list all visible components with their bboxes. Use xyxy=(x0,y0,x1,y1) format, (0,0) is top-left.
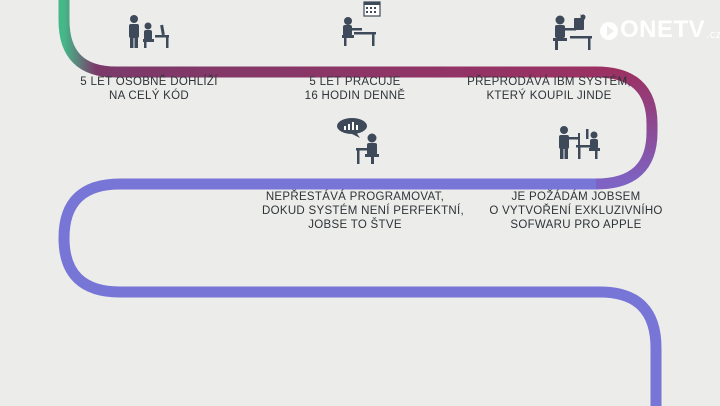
milestone-caption-2: 5 LET PRACUJE 16 HODIN DENNĚ xyxy=(300,75,410,103)
milestone-caption-5: JE POŽÁDÁM JOBSEM O VYTVOŘENÍ EXKLUZIVNÍ… xyxy=(486,190,666,232)
caption-line: KTERÝ KOUPIL JINDE xyxy=(486,90,612,102)
caption-line: DOKUD SYSTÉM NENÍ PERFEKTNÍ, xyxy=(262,205,465,217)
worker-with-calendar-icon xyxy=(342,1,381,46)
caption-line: PŘEPRODÁVÁ IBM SYSTÉM, xyxy=(467,76,631,88)
request-at-desk-icon xyxy=(559,126,600,159)
play-icon xyxy=(600,22,618,40)
timeline-path-top xyxy=(58,0,596,78)
logo-text: ONETV xyxy=(620,16,706,43)
worker-at-computer-icon xyxy=(553,14,592,50)
timeline-path-middle xyxy=(58,178,662,406)
caption-line: 16 HODIN DENNĚ xyxy=(304,90,406,102)
caption-line: O VYTVOŘENÍ EXKLUZIVNÍHO xyxy=(489,205,663,217)
milestone-caption-1: 5 LET OSOBNĚ DOHLÍŽÍ NA CELÝ KÓD xyxy=(74,75,224,103)
supervisor-at-desk-icon xyxy=(129,15,169,48)
milestone-caption-3: PŘEPRODÁVÁ IBM SYSTÉM, KTERÝ KOUPIL JIND… xyxy=(460,75,638,103)
caption-line: 5 LET PRACUJE xyxy=(309,76,401,88)
onetv-logo: ONETV .cz xyxy=(600,16,720,44)
caption-line: 5 LET OSOBNĚ DOHLÍŽÍ xyxy=(80,76,218,88)
caption-line: SOFWARU PRO APPLE xyxy=(510,219,642,231)
logo-suffix: .cz xyxy=(706,29,720,41)
caption-line: NA CELÝ KÓD xyxy=(109,90,189,102)
milestone-caption-4: NEPŘESTÁVÁ PROGRAMOVAT, DOKUD SYSTÉM NEN… xyxy=(262,190,465,232)
timeline-path-right-bend xyxy=(595,66,658,190)
programmer-with-chart-bubble-icon xyxy=(337,118,379,164)
caption-line: NEPŘESTÁVÁ PROGRAMOVAT, xyxy=(265,191,445,203)
caption-line: JE POŽÁDÁM JOBSEM xyxy=(511,191,641,203)
caption-line: JOBSE TO ŠTVE xyxy=(308,219,402,231)
